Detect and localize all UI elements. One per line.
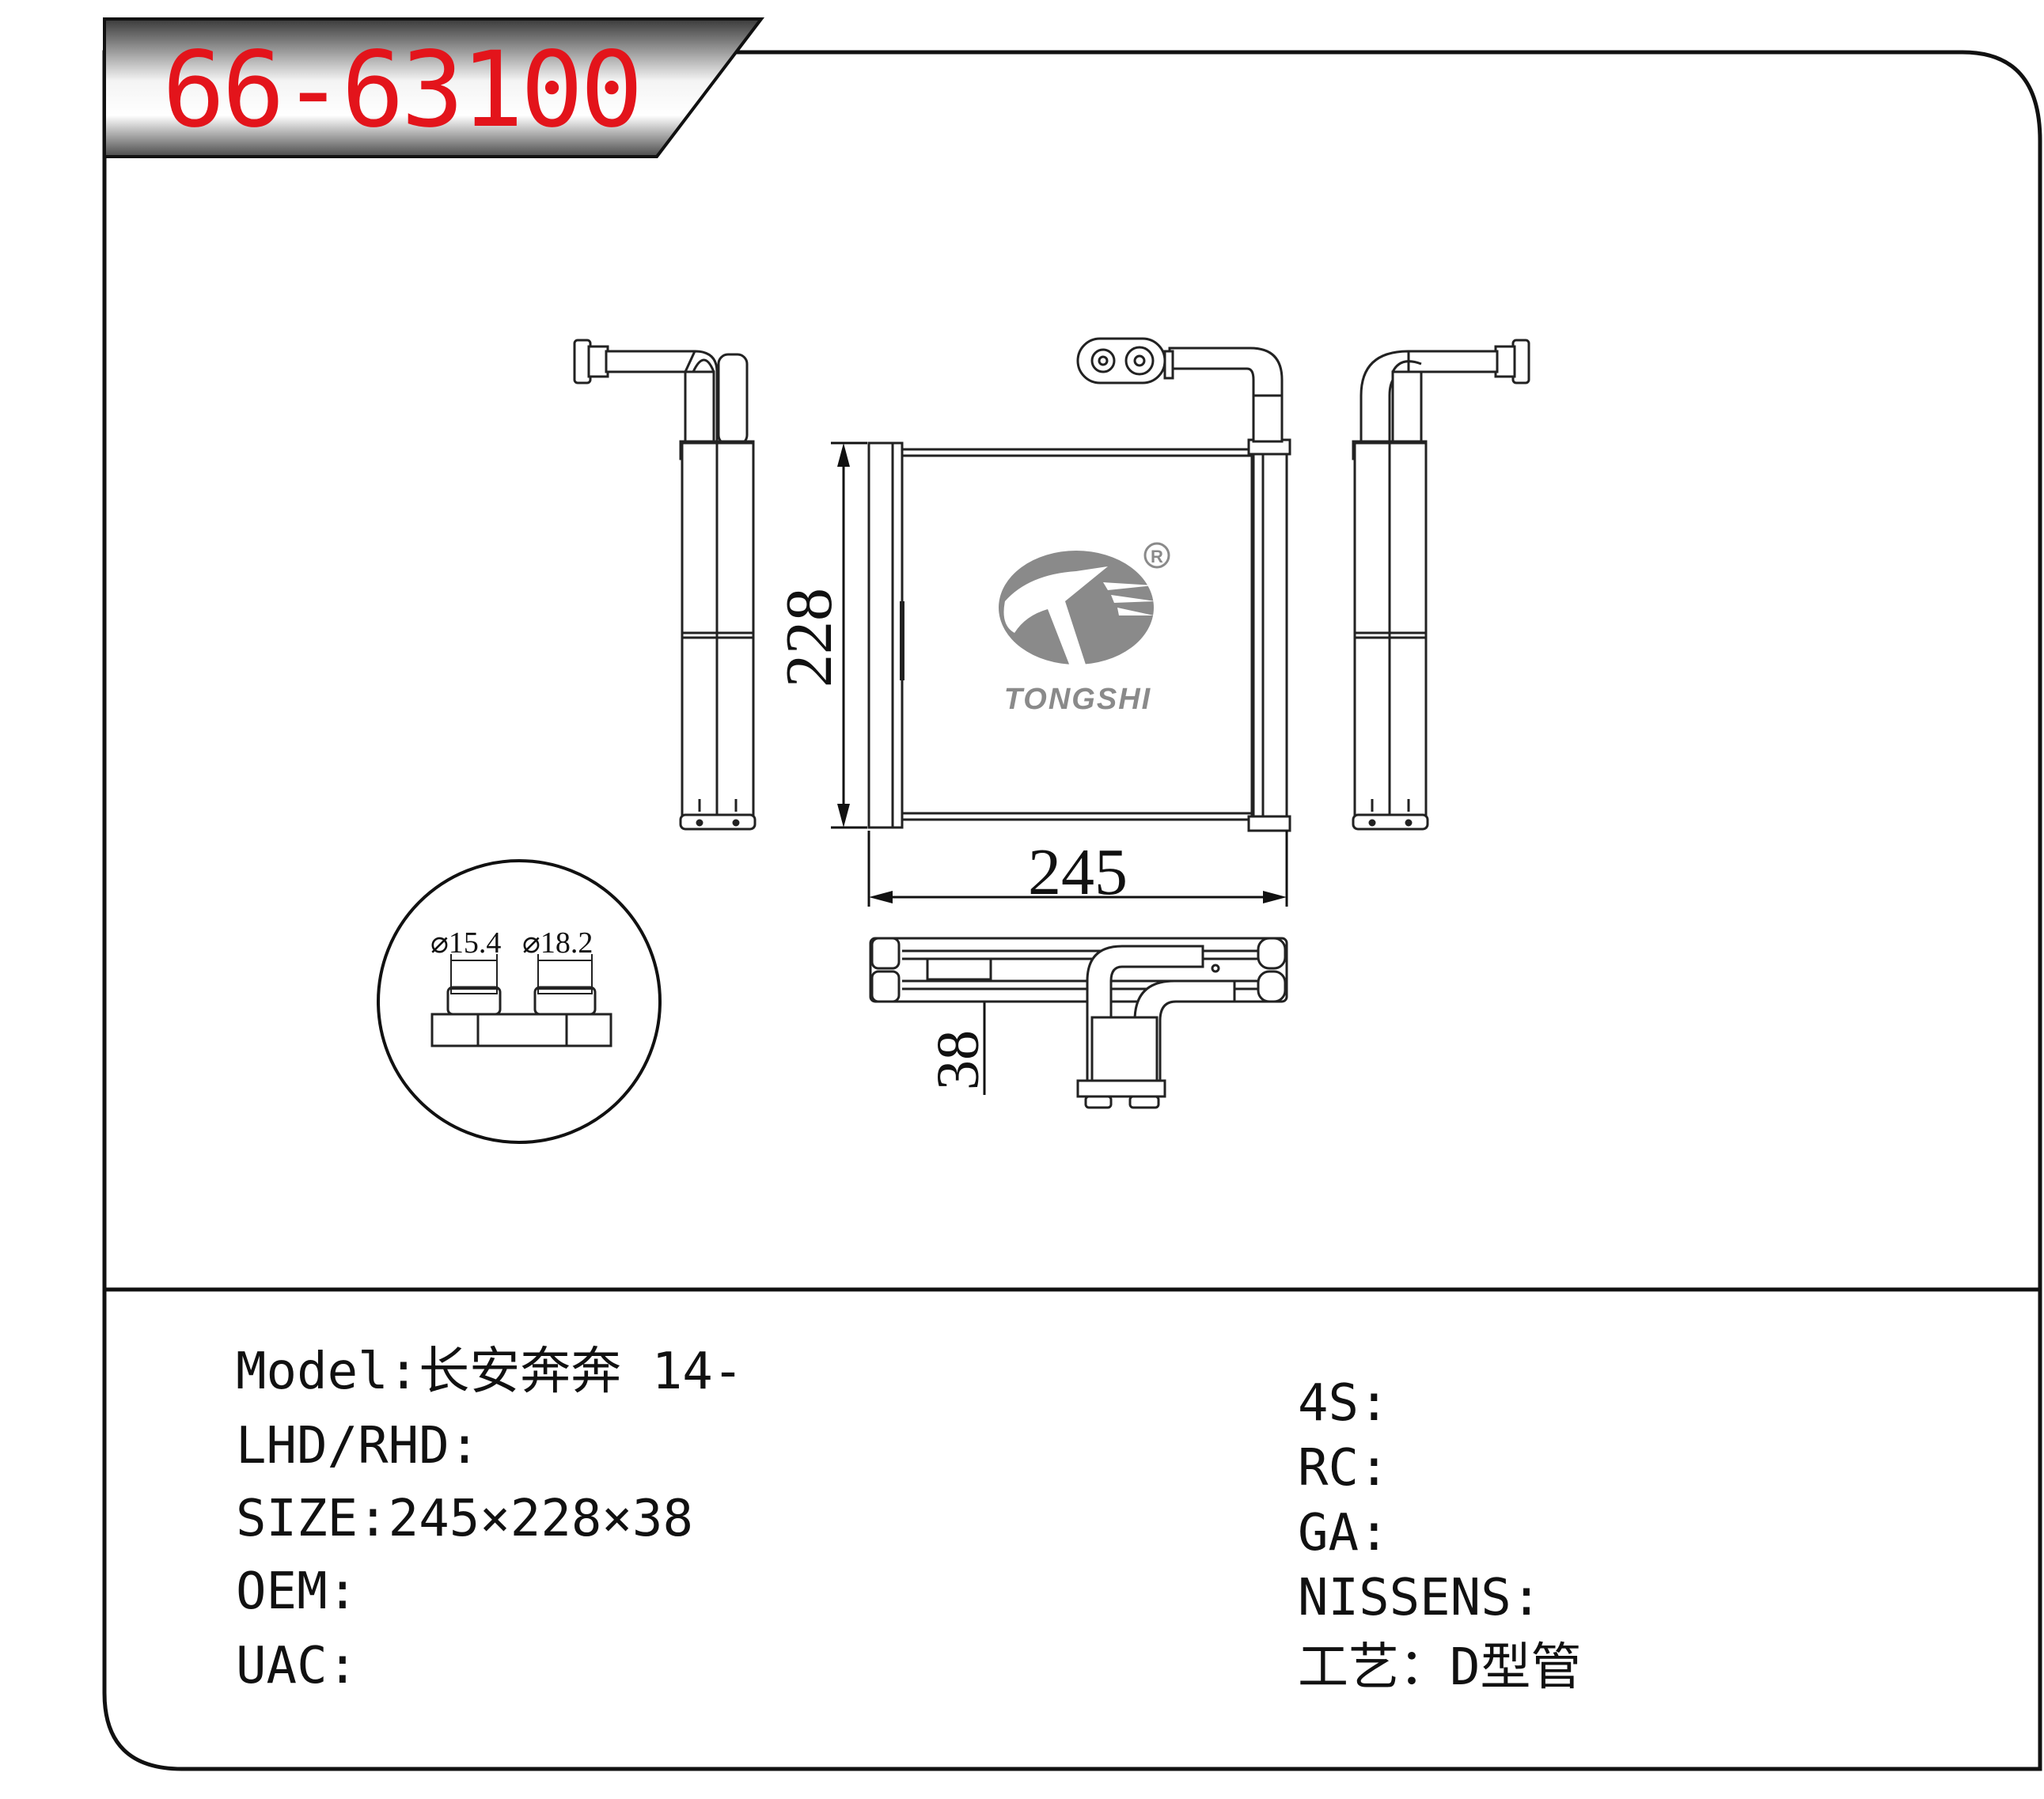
size-line: SIZE:245×228×38: [236, 1490, 693, 1548]
header-tab: [103, 17, 765, 158]
uac-line: UAC:: [236, 1637, 358, 1695]
nissens-line: NISSENS:: [1298, 1569, 1542, 1627]
pipe-dia-1-label: ⌀15.4: [430, 926, 501, 960]
dim-depth-label: 38: [925, 1030, 992, 1090]
dim-width-label: 245: [1028, 835, 1128, 909]
registered-mark-letter: R: [1151, 547, 1163, 566]
pipe-dia-2-label: ⌀18.2: [522, 926, 593, 960]
tongshi-logo: [999, 542, 1170, 666]
rc-line: RC:: [1298, 1439, 1390, 1498]
outer-frame: [102, 50, 2042, 1771]
bottom-view: [869, 937, 1288, 1109]
part-number: 66-63100: [162, 29, 643, 151]
left-side-view: [573, 339, 757, 831]
lhd-rhd-line: LHD/RHD:: [236, 1417, 480, 1475]
registered-mark-icon: [1143, 542, 1170, 569]
pipe-detail-circle: [377, 859, 662, 1144]
oem-line: OEM:: [236, 1562, 358, 1621]
brand-name: TONGSHI: [1004, 683, 1151, 716]
dim-height-label: 228: [772, 588, 846, 687]
4s-line: 4S:: [1298, 1374, 1390, 1433]
model-line: Model:长安奔奔 14-: [236, 1343, 744, 1401]
right-side-view: [1352, 339, 1530, 831]
process-line: 工艺：D型管: [1298, 1638, 1582, 1697]
ga-line: GA:: [1298, 1504, 1390, 1562]
